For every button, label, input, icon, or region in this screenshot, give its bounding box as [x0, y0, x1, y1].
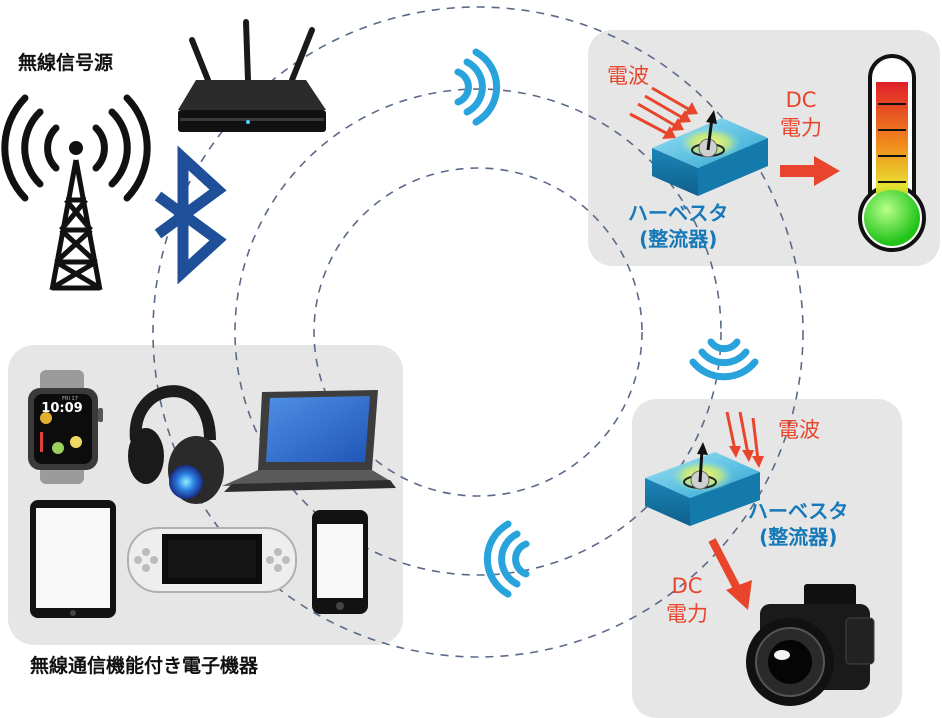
wifi-signal-icon [454, 48, 501, 126]
propagation-circles [152, 6, 804, 658]
watch-time: 10:09 [41, 401, 82, 416]
outer-circle [152, 6, 804, 658]
wave-arrows [725, 411, 760, 461]
middle-circle [234, 88, 722, 576]
tablet-icon [30, 500, 116, 618]
harvester-chip-icon [645, 442, 760, 526]
game-console-icon [127, 527, 297, 593]
wave-arrows [629, 86, 691, 136]
top-wave-label: 電波 [607, 64, 649, 88]
thermometer-icon [858, 54, 926, 252]
bottom-dc-label: DC 電力 [666, 574, 708, 626]
harvester-chip-icon [652, 110, 768, 196]
bluetooth-icon [154, 145, 227, 285]
top-harvester-label: ハーベスタ (整流器) [628, 201, 729, 251]
dc-power-arrow [708, 538, 752, 610]
bottom-harvester-label: ハーベスタ (整流器) [748, 499, 849, 549]
dc-power-arrow [780, 156, 840, 186]
camera-icon [746, 584, 875, 706]
wave-arrowheads [662, 102, 698, 139]
antenna-tower-icon [1, 94, 151, 291]
wifi-signal-icon [689, 338, 759, 381]
smartwatch-icon [28, 370, 103, 484]
router-icon [178, 19, 326, 132]
smartphone-icon [312, 510, 368, 614]
source-title: 無線信号源 [18, 52, 114, 74]
wifi-signal-icon [483, 520, 530, 598]
devices-title: 無線通信機能付き電子機器 [30, 655, 259, 677]
laptop-icon [222, 390, 396, 492]
top-dc-label: DC 電力 [780, 88, 822, 140]
headphones-icon [128, 385, 224, 504]
wave-arrowheads [729, 446, 764, 468]
bottom-wave-label: 電波 [778, 418, 820, 442]
inner-circle [313, 167, 643, 497]
watch-date: FRI 17 [62, 396, 78, 402]
